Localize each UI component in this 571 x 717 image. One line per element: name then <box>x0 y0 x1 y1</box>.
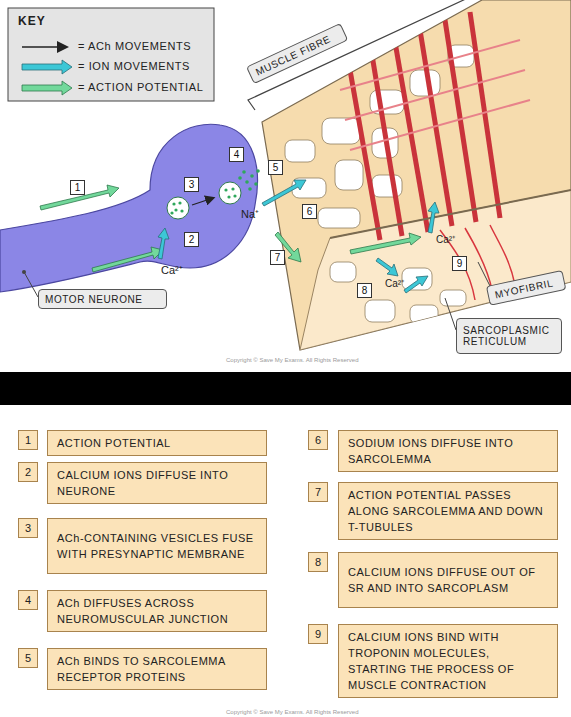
step-number: 5 <box>18 648 38 668</box>
step-number: 4 <box>18 590 38 610</box>
step-number: 8 <box>308 552 328 572</box>
step-number: 3 <box>18 518 38 538</box>
watermark: Copyright © Save My Exams. All Rights Re… <box>226 357 358 363</box>
step-number: 2 <box>18 462 38 482</box>
legend-text: = ION MOVEMENTS <box>78 60 190 72</box>
legend-text: = ACh MOVEMENTS <box>78 40 191 52</box>
motor-neurone <box>0 124 257 292</box>
fibre-bracket <box>248 0 470 110</box>
watermark: Copyright © Save My Exams. All Rights Re… <box>226 709 358 715</box>
callout-number: 4 <box>234 149 240 160</box>
ion-label: Na⁺ <box>241 206 259 221</box>
callout-number: 3 <box>184 177 199 192</box>
step-box: CALCIUM IONS DIFFUSE OUT OF SR AND INTO … <box>338 552 558 608</box>
step-box: CALCIUM IONS BIND WITH TROPONIN MOLECULE… <box>338 624 558 698</box>
callout-number: 9 <box>452 256 467 271</box>
callout-number: 8 <box>315 556 321 568</box>
step-number: 6 <box>308 430 328 450</box>
divider-band <box>0 372 571 405</box>
callout-number: 5 <box>273 162 279 173</box>
label-text: SODIUM IONS DIFFUSE INTO SARCOLEMMA <box>348 435 548 467</box>
label-text: ACTION POTENTIAL PASSES ALONG SARCOLEMMA… <box>348 487 548 535</box>
label-text: MYOFIBRIL <box>494 277 554 300</box>
label-text: MOTOR NEURONE <box>45 294 143 305</box>
label-text: ACh BINDS TO SARCOLEMMA RECEPTOR PROTEIN… <box>57 653 257 685</box>
ach-arrow-sample <box>22 46 66 48</box>
callout-number: 6 <box>307 206 313 217</box>
ion-label: Ca²⁺ <box>161 262 183 277</box>
step-box: ACh BINDS TO SARCOLEMMA RECEPTOR PROTEIN… <box>47 648 267 690</box>
callout-number: 3 <box>189 179 195 190</box>
label-text: ACh-CONTAINING VESICLES FUSE WITH PRESYN… <box>57 530 257 562</box>
callout-number: 7 <box>315 486 321 498</box>
myofibril <box>350 12 500 240</box>
label-text: ACh DIFFUSES ACROSS NEUROMUSCULAR JUNCTI… <box>57 595 257 627</box>
legend-text: = ACTION POTENTIAL <box>78 81 203 93</box>
callout-number: 5 <box>268 160 283 175</box>
step-box: SODIUM IONS DIFFUSE INTO SARCOLEMMA <box>338 430 558 472</box>
callout-number: 2 <box>25 466 31 478</box>
callout-number: 2 <box>184 232 199 247</box>
label-text: SARCOPLASMIC RETICULUM <box>463 325 555 347</box>
callout-number: 9 <box>315 628 321 640</box>
callout-number: 2 <box>189 234 195 245</box>
ach-dots <box>170 169 259 214</box>
vesicle <box>167 197 189 219</box>
callout-number: 3 <box>25 522 31 534</box>
step-box: ACTION POTENTIAL <box>47 430 267 456</box>
part-label: SARCOPLASMIC RETICULUM <box>456 318 562 354</box>
callout-number: 5 <box>25 652 31 664</box>
key-box <box>8 8 214 101</box>
callout-number: 4 <box>229 147 244 162</box>
key-heading: KEY <box>18 14 46 28</box>
callout-number: 8 <box>362 285 368 296</box>
sr-leader <box>445 298 456 330</box>
callout-number: 9 <box>457 258 463 269</box>
ion-arrow-sample <box>22 60 72 74</box>
callout-number: 7 <box>270 250 285 265</box>
label-text: CALCIUM IONS DIFFUSE INTO NEURONE <box>57 467 257 499</box>
label-text: MUSCLE FIBRE <box>254 33 332 77</box>
ion-arrow <box>158 180 439 293</box>
step-box: CALCIUM IONS DIFFUSE INTO NEURONE <box>47 462 267 504</box>
callout-number: 4 <box>25 594 31 606</box>
part-label: MYOFIBRIL <box>486 270 566 306</box>
neurone-leader <box>24 272 38 297</box>
label-text: CALCIUM IONS BIND WITH TROPONIN MOLECULE… <box>348 629 548 693</box>
step-box: ACh-CONTAINING VESICLES FUSE WITH PRESYN… <box>47 518 267 574</box>
step-box: ACh DIFFUSES ACROSS NEUROMUSCULAR JUNCTI… <box>47 590 267 632</box>
callout-number: 7 <box>275 252 281 263</box>
part-label: MUSCLE FIBRE <box>246 23 348 84</box>
vesicle <box>219 182 241 204</box>
step-box: ACTION POTENTIAL PASSES ALONG SARCOLEMMA… <box>338 482 558 540</box>
step-number: 9 <box>308 624 328 644</box>
part-label: MOTOR NEURONE <box>38 289 167 309</box>
callout-number: 6 <box>302 204 317 219</box>
callout-number: 1 <box>70 180 85 195</box>
action-potential-arrow <box>40 185 421 272</box>
label-text: CALCIUM IONS DIFFUSE OUT OF SR AND INTO … <box>348 564 548 596</box>
label-text: ACTION POTENTIAL <box>57 435 171 451</box>
ap-arrow-sample <box>22 81 72 95</box>
step-number: 7 <box>308 482 328 502</box>
callout-number: 8 <box>357 283 372 298</box>
callout-number: 1 <box>25 434 31 446</box>
callout-number: 6 <box>315 434 321 446</box>
callout-number: 1 <box>75 182 81 193</box>
ion-label: Ca²⁺ <box>385 276 404 290</box>
ion-label: Ca²⁺ <box>436 232 455 246</box>
step-number: 1 <box>18 430 38 450</box>
